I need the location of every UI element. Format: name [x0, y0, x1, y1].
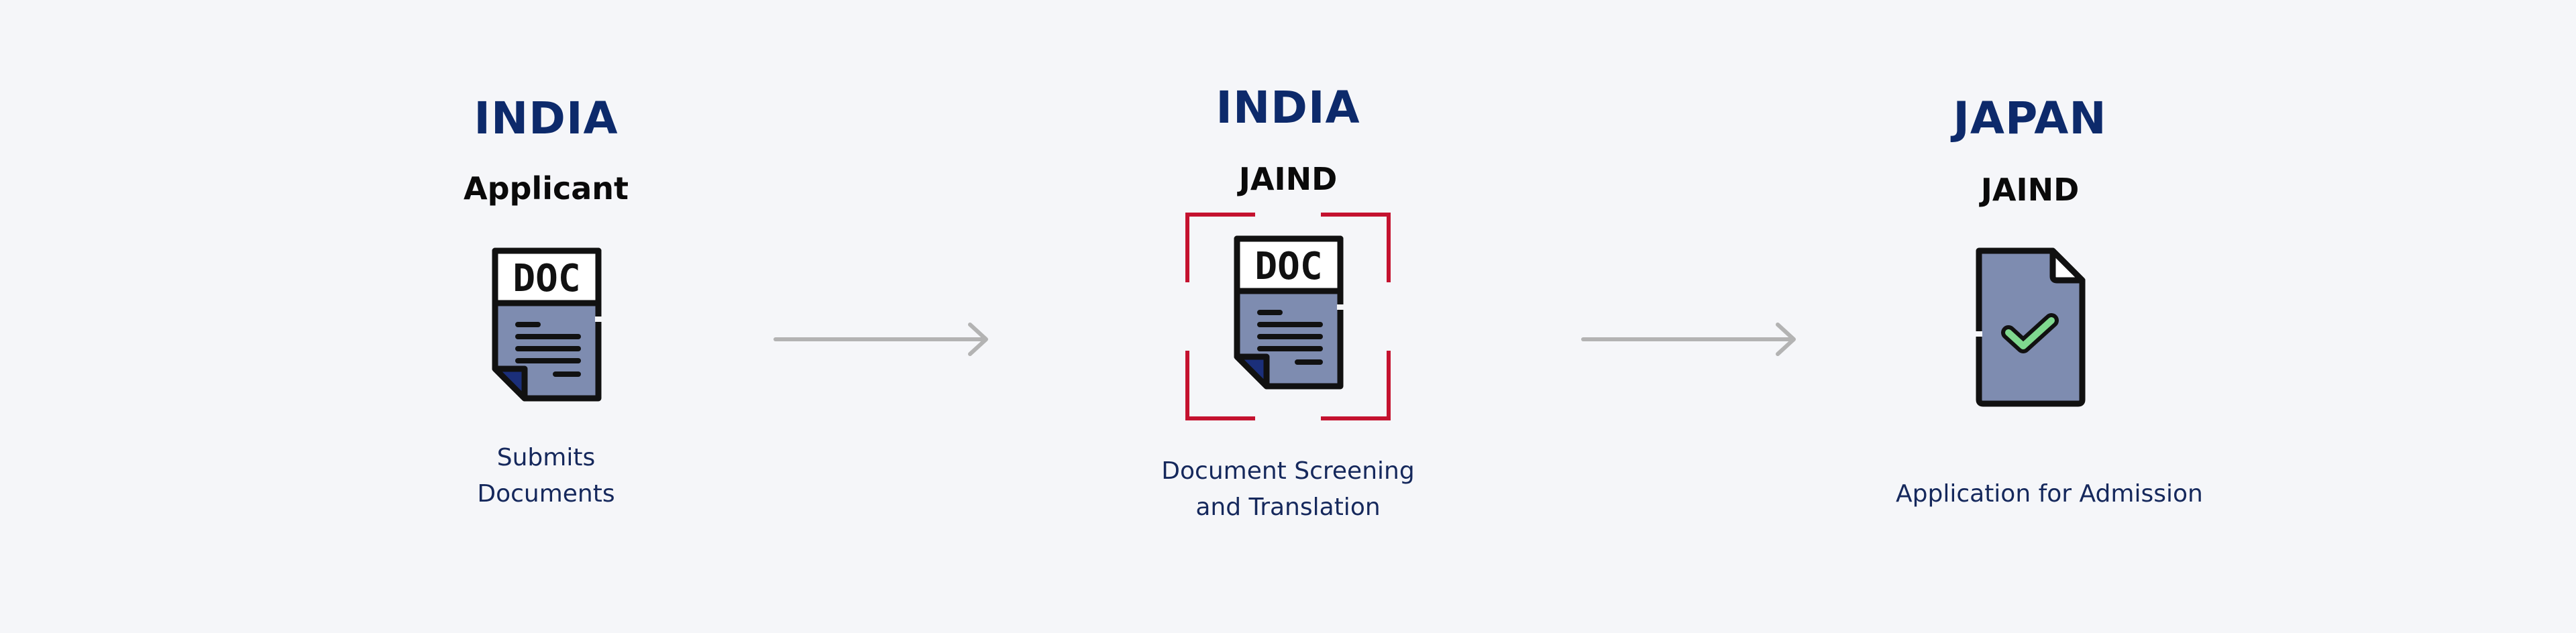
step-1-caption-line-1: Submits: [496, 444, 596, 471]
step-2-caption-line-2: and Translation: [1195, 494, 1381, 521]
step-1: INDIA Applicant DOC Submits Documents: [412, 0, 680, 633]
step-3-country: JAPAN: [1953, 93, 2107, 144]
step-2-role: JAIND: [1238, 161, 1338, 197]
step-2-caption-line-1: Document Screening: [1161, 457, 1415, 485]
doc-icon-label: DOC: [513, 257, 580, 300]
approved-file-icon: [1976, 247, 2086, 407]
arrow-right-icon: [773, 323, 988, 356]
doc-icon-label: DOC: [1254, 245, 1322, 288]
step-1-role: Applicant: [463, 170, 629, 207]
step-1-caption-line-2: Documents: [477, 480, 615, 508]
step-1-caption: Submits Documents: [412, 440, 680, 512]
scan-frame: [1185, 213, 1391, 420]
step-3-role: JAIND: [1980, 172, 2080, 208]
step-2-country: INDIA: [1216, 82, 1360, 133]
step-3-caption-line-1: Application for Admission: [1896, 480, 2203, 508]
arrow-right-icon: [1581, 323, 1796, 356]
step-3: JAPAN JAIND Application for Admission: [1896, 0, 2203, 633]
step-2-caption: Document Screening and Translation: [1154, 453, 1422, 526]
doc-scan-icon: DOC: [1185, 213, 1391, 420]
step-2: INDIA JAIND DOC Document Screening and T…: [1154, 0, 1422, 633]
step-3-caption: Application for Admission: [1896, 476, 2203, 512]
doc-file-icon: DOC: [492, 247, 602, 402]
step-1-country: INDIA: [474, 93, 619, 144]
